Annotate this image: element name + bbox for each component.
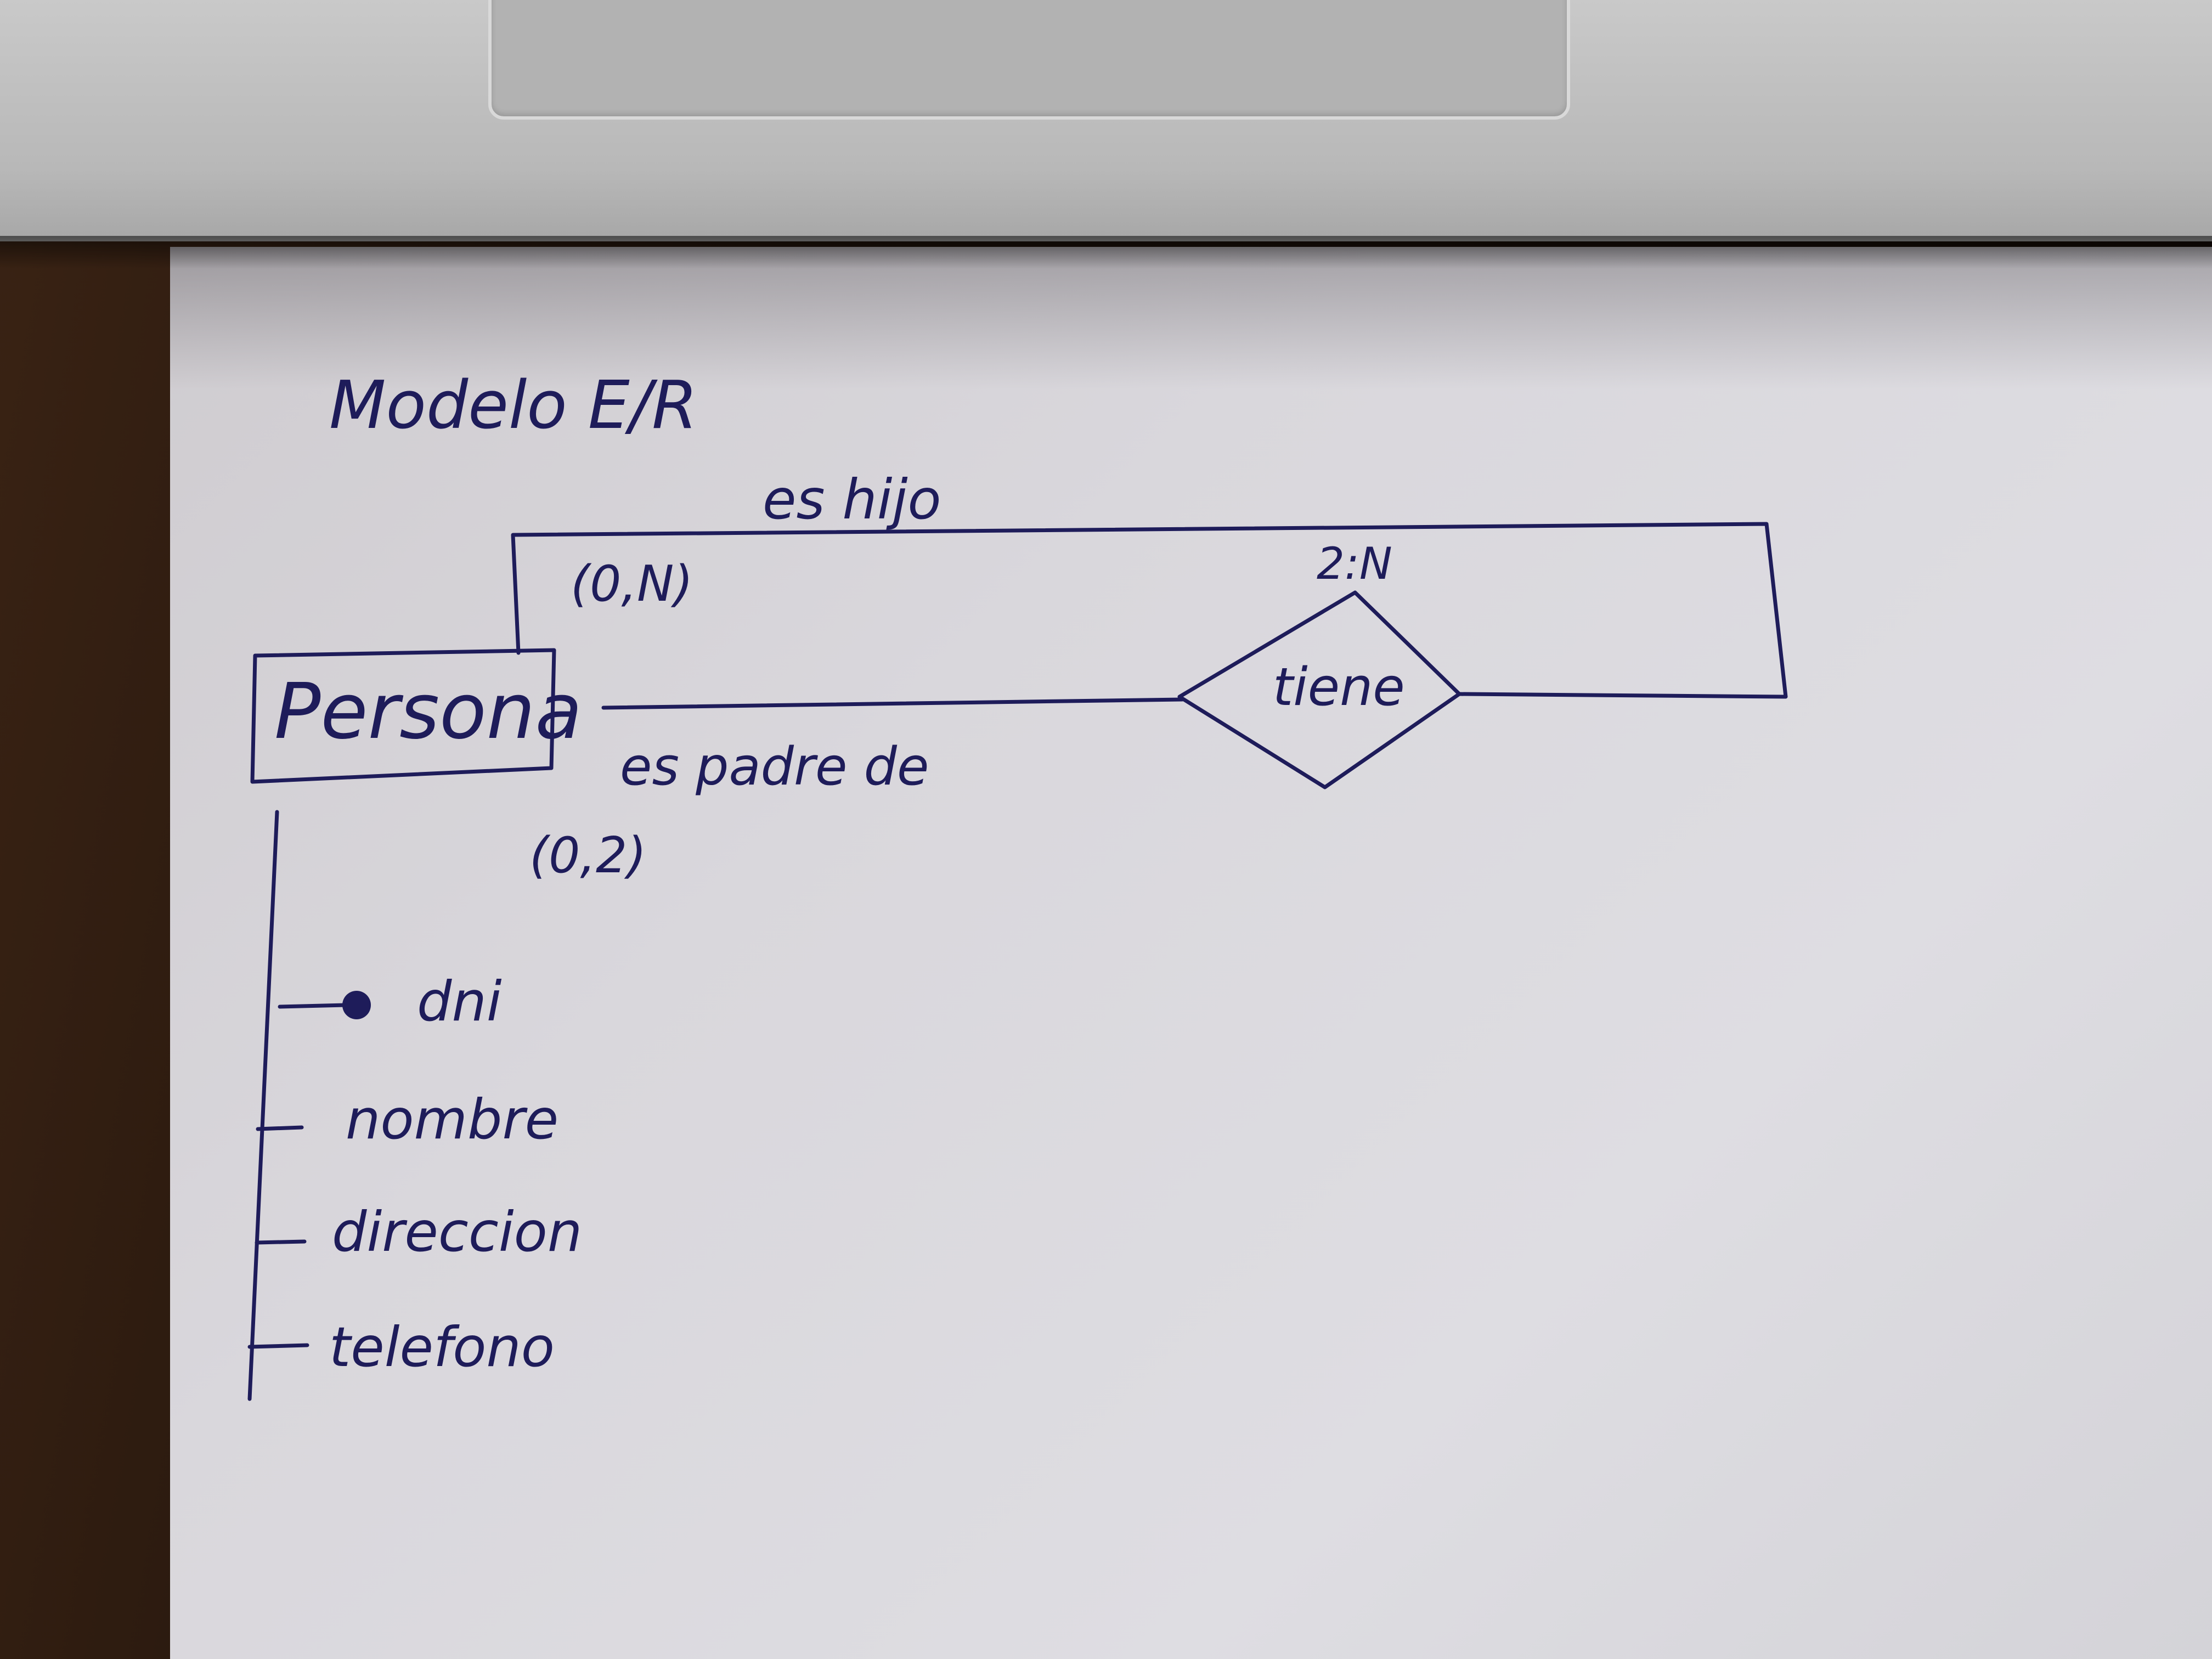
attribute-nombre: nombre — [256, 1087, 558, 1152]
relationship-ratio: 2:N — [1317, 538, 1392, 589]
laptop-body — [0, 0, 2212, 241]
attribute-spine — [247, 810, 279, 1401]
upper-role-line — [511, 522, 1788, 699]
attribute-connector — [255, 1239, 307, 1245]
attribute-connector — [256, 1125, 304, 1131]
lower-cardinality: (0,2) — [529, 827, 646, 884]
laptop-shadow — [0, 236, 2212, 269]
entity-name: Persona — [274, 667, 582, 757]
relationship-diamond — [1177, 590, 1462, 789]
attribute-connector — [278, 1003, 348, 1009]
laptop-trackpad — [488, 0, 1570, 120]
relationship-tiene: tiene 2:N — [1177, 538, 1462, 789]
entity-box — [250, 648, 556, 784]
paper-shadow — [170, 247, 2212, 390]
lower-role-line — [601, 697, 1184, 710]
attribute-direccion: direccion — [255, 1200, 582, 1264]
lower-role-label: es padre de — [620, 737, 929, 797]
attribute-name: dni — [417, 969, 502, 1034]
attribute-dni: dni — [278, 969, 502, 1034]
attribute-name: direccion — [332, 1200, 582, 1264]
paper-sheet — [170, 247, 2212, 1659]
upper-role-label: es hijo — [763, 467, 941, 532]
entity-persona: Persona — [250, 648, 582, 784]
diagram-title: Modelo E/R — [329, 368, 697, 444]
relationship-name: tiene — [1273, 657, 1405, 718]
attribute-name: telefono — [329, 1315, 555, 1379]
attribute-connector — [247, 1343, 309, 1349]
upper-cardinality: (0,N) — [571, 555, 693, 613]
key-attribute-dot — [342, 991, 371, 1019]
attribute-telefono: telefono — [247, 1315, 555, 1379]
attribute-name: nombre — [346, 1087, 558, 1152]
